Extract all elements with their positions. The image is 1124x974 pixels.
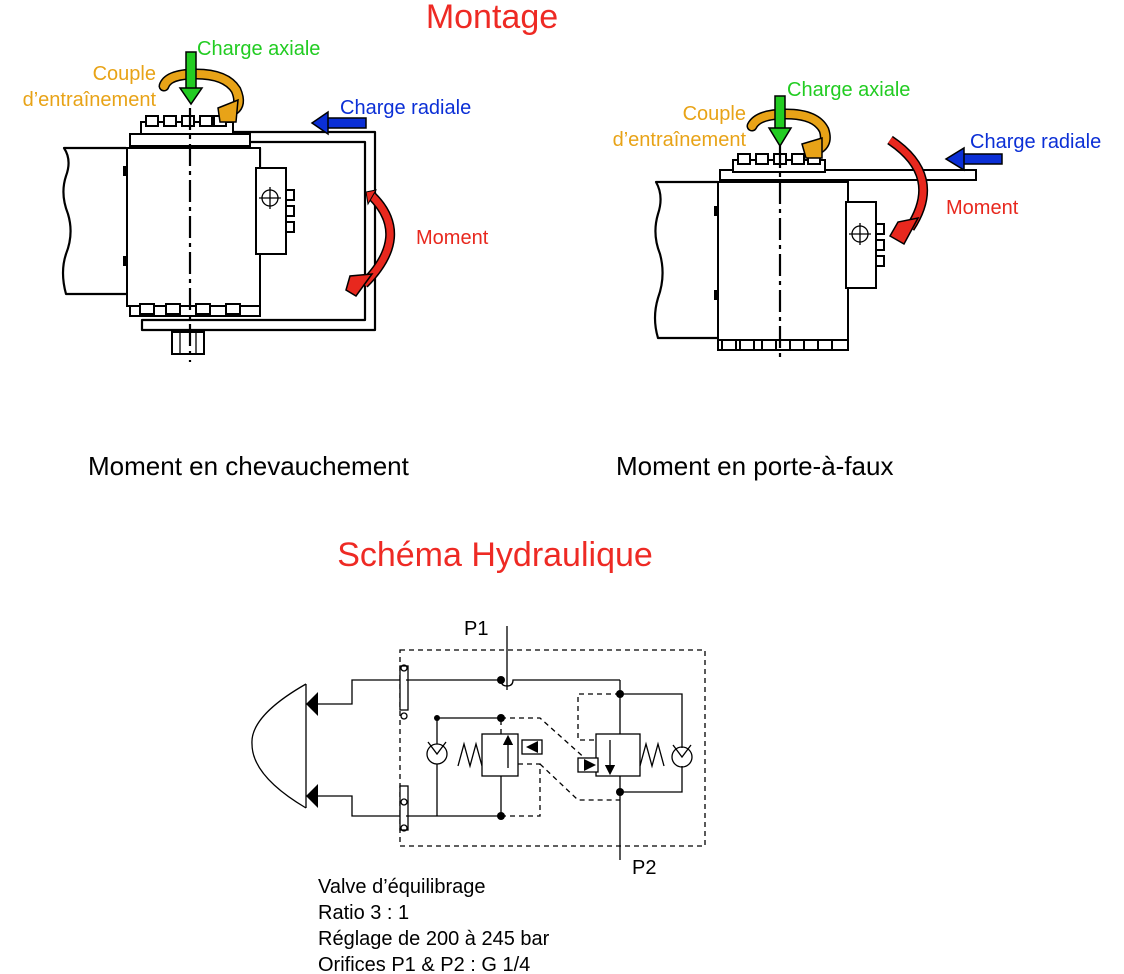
left-motor — [123, 108, 295, 362]
left-figure: Charge axiale Couple d’entraînement Char… — [23, 38, 489, 481]
left-caption: Moment en chevauchement — [88, 451, 410, 481]
hydraulic-motor-symbol — [251, 664, 409, 832]
valve-notes: Valve d’équilibrage Ratio 3 : 1 Réglage … — [318, 876, 550, 974]
valve-note-name: Valve d’équilibrage — [318, 876, 486, 898]
left-couple-label-line2: d’entraînement — [23, 89, 157, 111]
right-moment-label: Moment — [946, 197, 1019, 219]
right-couple-label-line2: d’entraînement — [613, 129, 747, 151]
right-caption: Moment en porte-à-faux — [616, 451, 893, 481]
left-moment-arrow — [345, 189, 396, 297]
left-radial-arrow — [310, 110, 367, 136]
right-axial-arrow — [767, 95, 793, 148]
montage-title: Montage — [426, 0, 558, 36]
counterbalance-valve-right — [539, 693, 693, 801]
right-charge-radiale-label: Charge radiale — [970, 131, 1101, 153]
left-moment-label: Moment — [416, 227, 489, 249]
hydraulic-schematic: P1 P2 — [251, 618, 706, 879]
port-p2-label: P2 — [632, 857, 656, 879]
valve-block-outline — [399, 649, 706, 847]
left-couple-arrow — [158, 68, 245, 123]
right-frame — [653, 169, 977, 340]
right-figure: Charge axiale Couple d’entraînement Char… — [613, 79, 1102, 481]
right-radial-arrow — [944, 146, 1003, 172]
valve-note-ports: Orifices P1 & P2 : G 1/4 — [318, 954, 530, 974]
left-charge-axiale-label: Charge axiale — [197, 38, 320, 60]
valve-note-ratio: Ratio 3 : 1 — [318, 902, 409, 924]
right-couple-label-line1: Couple — [683, 103, 746, 125]
right-couple-arrow — [746, 108, 831, 159]
right-charge-axiale-label: Charge axiale — [787, 79, 910, 101]
left-axial-arrow — [178, 51, 204, 106]
left-couple-label-line1: Couple — [93, 63, 156, 85]
schema-title: Schéma Hydraulique — [337, 536, 653, 574]
right-moment-arrow — [887, 135, 929, 246]
counterbalance-valve-left — [426, 717, 599, 817]
valve-note-setting: Réglage de 200 à 245 bar — [318, 928, 550, 950]
port-p1-label: P1 — [464, 618, 488, 640]
right-motor — [714, 146, 885, 360]
left-charge-radiale-label: Charge radiale — [340, 97, 471, 119]
